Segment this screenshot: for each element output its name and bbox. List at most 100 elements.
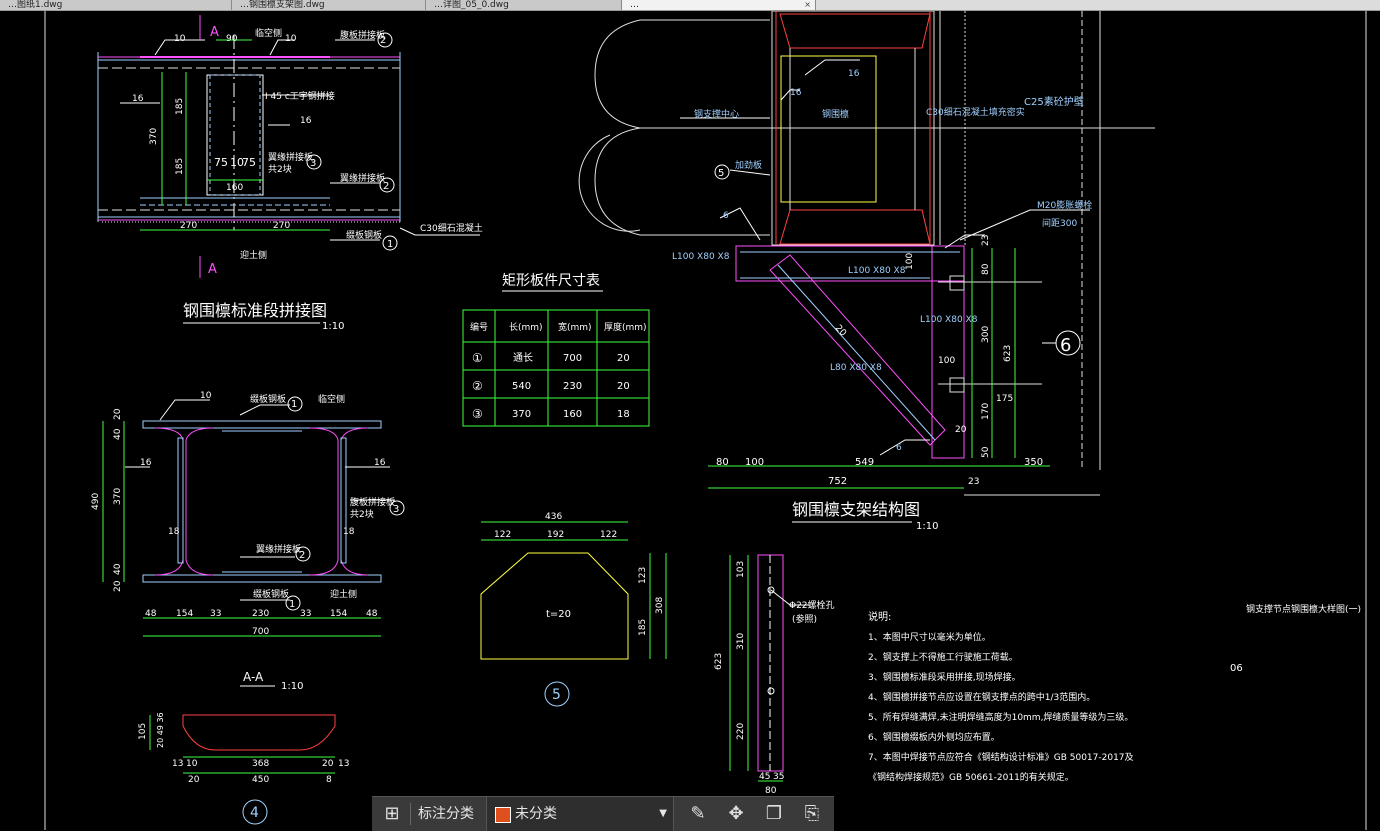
svg-text:6: 6: [723, 211, 729, 221]
tab-bar: …图纸1.dwg …钢围檩支架图.dwg …详图_05_0.dwg …×: [0, 0, 1380, 11]
svg-text:75: 75: [214, 156, 228, 169]
svg-text:4、钢围檩拼接节点应设置在钢支撑点的跨中1/3范围内。: 4、钢围檩拼接节点应设置在钢支撑点的跨中1/3范围内。: [868, 691, 1095, 703]
svg-text:23: 23: [981, 235, 991, 246]
svg-text:C25素砼护壁: C25素砼护壁: [1024, 95, 1084, 108]
category-color-swatch: [495, 807, 511, 823]
svg-text:16: 16: [132, 94, 144, 104]
svg-text:48: 48: [145, 609, 157, 619]
svg-text:90: 90: [226, 34, 238, 44]
classify-label: 标注分类: [418, 806, 474, 822]
splice-plan-view: [97, 15, 480, 278]
svg-text:迎土侧: 迎土侧: [240, 249, 267, 261]
svg-text:2: 2: [299, 550, 305, 561]
svg-text:490: 490: [91, 493, 101, 510]
svg-text:185: 185: [175, 158, 185, 175]
svg-text:105: 105: [138, 723, 148, 740]
svg-text:共2块: 共2块: [268, 163, 292, 175]
svg-text:154: 154: [176, 609, 193, 619]
svg-text:175: 175: [996, 394, 1013, 404]
svg-text:钢支撑中心: 钢支撑中心: [694, 108, 739, 120]
svg-text:50: 50: [981, 446, 991, 458]
svg-text:370: 370: [149, 128, 159, 145]
svg-text:L100 X80 X8: L100 X80 X8: [672, 252, 730, 262]
notes-block: 说明: 1、本图中尺寸以毫米为单位。 2、钢支撑上不得施工行驶施工荷载。 3、钢…: [868, 610, 1134, 783]
paste-icon[interactable]: ⎘: [804, 803, 820, 824]
copy-icon[interactable]: ❐: [765, 803, 783, 824]
svg-text:20: 20: [113, 408, 123, 420]
detail-4: [149, 714, 336, 825]
grid-icon[interactable]: ⊞: [384, 803, 400, 824]
sheet-number: 06: [1230, 663, 1243, 674]
bracket-structure-view: [578, 11, 1155, 496]
annotation-toolbar: ⊞ 标注分类 未分类 ▼ ✎ ✥ ❐ ⎘: [372, 796, 834, 831]
svg-text:80: 80: [716, 457, 729, 468]
plate-size-table: [462, 309, 650, 427]
svg-text:1: 1: [289, 599, 295, 610]
edit-icon[interactable]: ✎: [690, 803, 706, 824]
svg-text:33: 33: [300, 609, 311, 619]
svg-text:10: 10: [200, 391, 212, 401]
svg-text:迎土侧: 迎土侧: [330, 588, 357, 600]
svg-text:L100 X80 X8: L100 X80 X8: [920, 315, 978, 325]
svg-text:6: 6: [896, 443, 902, 453]
tab-drawing-3[interactable]: …详图_05_0.dwg: [426, 0, 622, 10]
svg-text:5、所有焊缝满焊,未注明焊缝高度为10mm,焊缝质量等级为三: 5、所有焊缝满焊,未注明焊缝高度为10mm,焊缝质量等级为三级。: [868, 711, 1133, 723]
svg-text:123: 123: [638, 567, 648, 584]
svg-text:20: 20: [188, 775, 200, 785]
svg-text:厚度(mm): 厚度(mm): [604, 321, 647, 333]
close-icon[interactable]: ×: [804, 0, 811, 9]
svg-text:122: 122: [494, 530, 511, 540]
svg-text:L100 X80 X8: L100 X80 X8: [848, 266, 906, 276]
svg-text:Φ22螺栓孔: Φ22螺栓孔: [789, 599, 835, 611]
svg-text:5: 5: [552, 687, 561, 703]
svg-text:5: 5: [718, 168, 724, 179]
svg-text:450: 450: [252, 775, 269, 785]
svg-text:230: 230: [563, 381, 582, 392]
svg-text:20: 20: [955, 425, 967, 435]
svg-text:700: 700: [252, 627, 269, 637]
svg-text:20 49 36: 20 49 36: [156, 712, 165, 748]
svg-text:48: 48: [366, 609, 378, 619]
svg-text:1: 1: [291, 399, 297, 410]
svg-text:6、钢围檩缀板内外侧均应布置。: 6、钢围檩缀板内外侧均应布置。: [868, 731, 1000, 743]
svg-text:1:10: 1:10: [281, 681, 303, 692]
svg-text:436: 436: [545, 512, 562, 522]
svg-text:7、本图中焊接节点应符合《钢结构设计标准》GB 50017-: 7、本图中焊接节点应符合《钢结构设计标准》GB 50017-2017及: [868, 751, 1134, 763]
tab-drawing-2[interactable]: …钢围檩支架图.dwg: [232, 0, 426, 10]
svg-text:20: 20: [113, 580, 123, 592]
tab-drawing-1[interactable]: …图纸1.dwg: [0, 0, 232, 10]
svg-text:16: 16: [790, 88, 802, 98]
drawing-canvas[interactable]: A A 90 10 10 临空侧 腹板拼接板 16 16 I 45 c工字钢拼接…: [0, 11, 1380, 830]
section-aa-view: [102, 396, 405, 637]
svg-text:3: 3: [310, 158, 316, 169]
section-title: A-A: [243, 670, 264, 684]
svg-text:缀板钢板: 缀板钢板: [253, 588, 289, 600]
svg-text:80: 80: [765, 786, 777, 796]
svg-text:16: 16: [374, 458, 386, 468]
svg-text:549: 549: [855, 457, 874, 468]
cad-drawing[interactable]: A A 90 10 10 临空侧 腹板拼接板 16 16 I 45 c工字钢拼接…: [0, 11, 1380, 830]
tab-drawing-4[interactable]: …×: [622, 0, 816, 10]
svg-text:通长: 通长: [513, 352, 533, 364]
svg-text:2、钢支撑上不得施工行驶施工荷载。: 2、钢支撑上不得施工行驶施工荷载。: [868, 651, 1018, 663]
svg-text:②: ②: [472, 379, 483, 393]
svg-text:122: 122: [600, 530, 617, 540]
svg-text:45: 45: [759, 772, 770, 782]
svg-text:腹板拼接板: 腹板拼接板: [350, 496, 395, 508]
svg-text:1: 1: [387, 239, 393, 250]
svg-text:缀板钢板: 缀板钢板: [346, 229, 382, 241]
svg-text:623: 623: [1003, 345, 1013, 362]
plate-5-view: [480, 521, 667, 707]
svg-text:13: 13: [172, 759, 183, 769]
svg-text:103: 103: [736, 561, 746, 578]
svg-text:长(mm): 长(mm): [509, 321, 543, 333]
svg-text:宽(mm): 宽(mm): [558, 321, 592, 333]
move-icon[interactable]: ✥: [728, 803, 744, 824]
svg-text:共2块: 共2块: [350, 508, 374, 520]
sheet-title: 钢支撑节点钢围檩大样图(一): [1246, 603, 1361, 615]
category-select[interactable]: 未分类 ▼: [486, 797, 674, 831]
svg-text:8: 8: [326, 775, 332, 785]
svg-text:2: 2: [380, 35, 386, 46]
svg-text:10: 10: [230, 156, 244, 169]
svg-text:35: 35: [773, 772, 784, 782]
